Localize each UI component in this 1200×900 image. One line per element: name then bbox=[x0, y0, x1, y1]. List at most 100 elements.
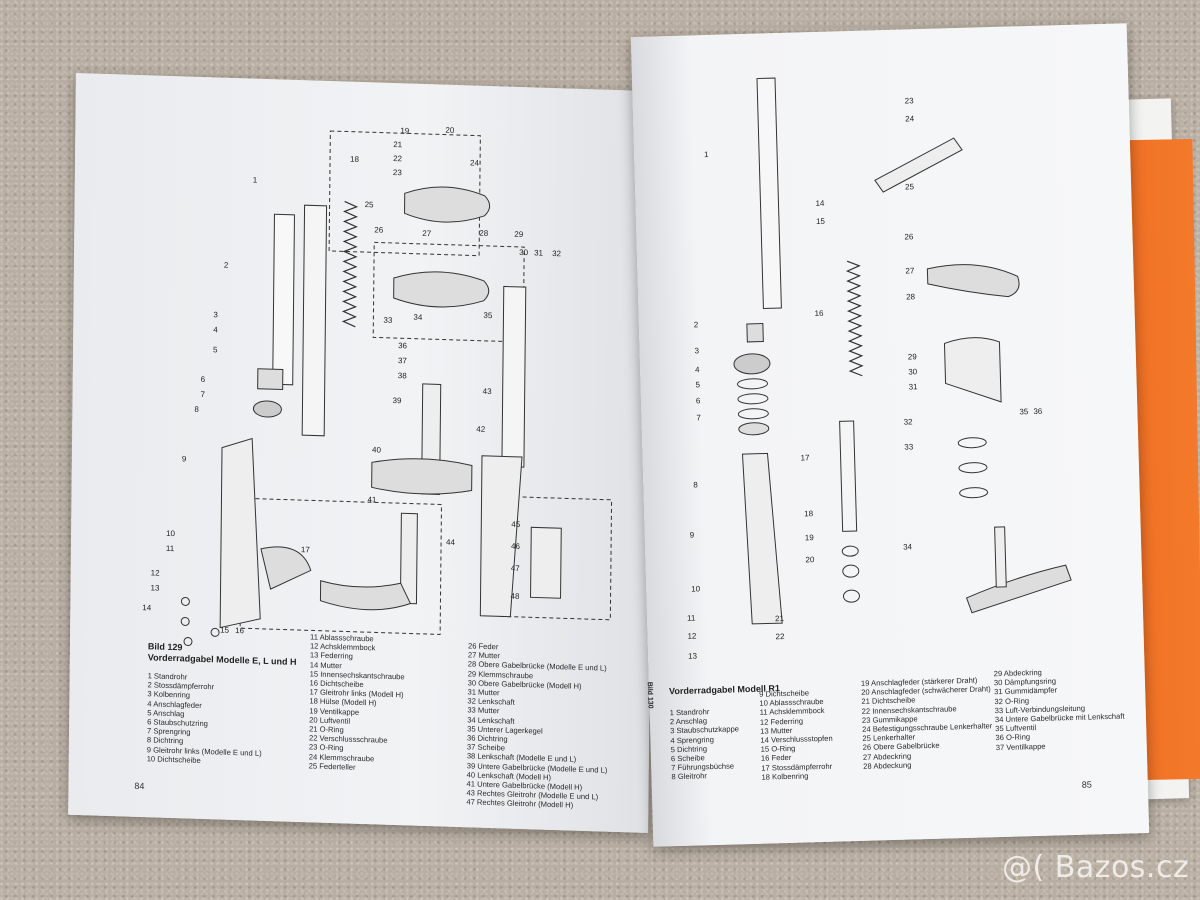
callout-label: 3 bbox=[694, 346, 699, 355]
callout-label: 2 bbox=[694, 320, 699, 329]
callout-label: 1 bbox=[253, 176, 258, 185]
callout-label: 1 bbox=[704, 150, 709, 159]
legend-column-3: 26 Feder 27 Mutter 28 Obere Gabelbrücke … bbox=[466, 641, 608, 811]
callout-label: 10 bbox=[166, 529, 176, 538]
callout-label: 27 bbox=[422, 229, 432, 238]
callout-label: 35 bbox=[1019, 407, 1029, 416]
callout-label: 12 bbox=[151, 568, 161, 577]
legend-column-2: 11 Ablassschraube 12 Achsklemmbock 13 Fe… bbox=[309, 632, 405, 773]
callout-label: 34 bbox=[903, 542, 913, 551]
callout-label: 17 bbox=[800, 453, 810, 462]
callout-label: 37 bbox=[398, 356, 408, 365]
callout-label: 18 bbox=[804, 509, 814, 518]
callout-label: 4 bbox=[695, 365, 700, 374]
callout-label: 19 bbox=[400, 126, 410, 135]
legend-column-1: 1 Standrohr 2 Anschlag 3 Staubschutzkapp… bbox=[670, 706, 741, 782]
callout-label: 36 bbox=[398, 341, 408, 350]
left-page: 1 2 3 4 5 6 7 8 9 10 11 12 13 14 15 16 1… bbox=[68, 72, 656, 834]
callout-label: 11 bbox=[687, 613, 696, 622]
callout-label: 30 bbox=[519, 248, 529, 257]
callout-label: 7 bbox=[201, 390, 206, 399]
callout-label: 38 bbox=[398, 371, 408, 380]
callout-label: 33 bbox=[904, 442, 914, 451]
legend-item: 3 Staubschutzkappe bbox=[670, 724, 740, 736]
callout-label: 21 bbox=[775, 614, 785, 623]
figure-number: Bild 130 bbox=[645, 681, 654, 709]
callout-label: 2 bbox=[224, 261, 229, 270]
callout-label: 21 bbox=[393, 140, 403, 149]
callout-label: 30 bbox=[908, 367, 918, 376]
callout-label: 15 bbox=[816, 217, 826, 226]
callout-label: 20 bbox=[805, 555, 815, 564]
callout-label: 24 bbox=[470, 158, 480, 167]
legend-item: 8 Gleitrohr bbox=[671, 771, 708, 782]
page-number-right: 85 bbox=[1081, 779, 1092, 790]
callout-label: 41 bbox=[367, 495, 377, 504]
callout-label: 25 bbox=[365, 200, 375, 209]
callout-label: 8 bbox=[693, 480, 698, 489]
callout-label: 24 bbox=[905, 114, 915, 123]
callout-label: 3 bbox=[213, 310, 218, 319]
callout-label: 16 bbox=[814, 309, 824, 318]
callout-label: 17 bbox=[301, 545, 311, 554]
callout-label: 20 bbox=[445, 126, 455, 135]
callout-label: 13 bbox=[150, 583, 160, 592]
callout-label: 12 bbox=[687, 631, 697, 640]
callout-label: 31 bbox=[909, 382, 919, 391]
callout-label: 44 bbox=[446, 538, 456, 547]
callout-label: 7 bbox=[696, 413, 701, 422]
callout-label: 6 bbox=[201, 375, 206, 384]
callout-label: 15 bbox=[220, 626, 230, 635]
callout-label: 14 bbox=[142, 603, 152, 612]
callout-label: 23 bbox=[905, 96, 915, 105]
callout-label: 33 bbox=[383, 316, 393, 325]
callout-label: 35 bbox=[483, 311, 493, 320]
callout-label: 42 bbox=[476, 425, 486, 434]
callout-label: 36 bbox=[1033, 407, 1043, 416]
callout-label: 11 bbox=[166, 544, 175, 553]
callout-label: 14 bbox=[815, 199, 825, 208]
callout-label: 32 bbox=[904, 417, 914, 426]
callout-label: 22 bbox=[393, 154, 403, 163]
callout-label: 26 bbox=[374, 225, 384, 234]
figure-number: Bild 129 bbox=[147, 641, 183, 653]
callout-label: 9 bbox=[690, 530, 695, 539]
legend-column-1: 1 Standrohr 2 Stossdämpferrohr 3 Kolbenr… bbox=[147, 671, 263, 767]
callout-label: 47 bbox=[511, 564, 521, 573]
callout-label: 5 bbox=[695, 380, 700, 389]
callout-label: 46 bbox=[511, 542, 521, 551]
callout-label: 6 bbox=[696, 396, 701, 405]
legend-column-3: 19 Anschlagfeder (stärkerer Draht) 20 An… bbox=[861, 675, 994, 771]
callout-label: 10 bbox=[691, 584, 701, 593]
callout-label: 39 bbox=[393, 396, 403, 405]
callout-label: 34 bbox=[413, 313, 423, 322]
callout-label: 8 bbox=[194, 405, 199, 414]
callout-label: 9 bbox=[182, 454, 187, 463]
fork-diagram-left: 1 2 3 4 5 6 7 8 9 10 11 12 13 14 15 16 1… bbox=[142, 126, 613, 647]
watermark: @( Bazos.cz bbox=[1002, 850, 1190, 885]
callout-label: 13 bbox=[688, 651, 698, 660]
callout-label: 16 bbox=[235, 626, 245, 635]
callout-label: 45 bbox=[511, 520, 521, 529]
callout-label: 26 bbox=[904, 232, 914, 241]
fork-diagram-right: 1 2 3 4 5 6 7 8 9 10 11 12 13 14 15 16 1… bbox=[687, 77, 1072, 661]
callout-label: 18 bbox=[350, 155, 360, 164]
callout-label: 43 bbox=[483, 387, 493, 396]
callout-label: 23 bbox=[393, 168, 403, 177]
callout-label: 5 bbox=[213, 345, 218, 354]
callout-label: 32 bbox=[552, 249, 562, 258]
callout-label: 22 bbox=[775, 632, 785, 641]
callout-label: 25 bbox=[905, 182, 915, 191]
callout-label: 19 bbox=[805, 533, 815, 542]
callout-label: 31 bbox=[534, 248, 544, 257]
callout-label: 4 bbox=[213, 325, 218, 334]
callout-label: 40 bbox=[372, 445, 382, 454]
callout-label: 48 bbox=[510, 592, 520, 601]
callout-label: 29 bbox=[514, 230, 524, 239]
legend-column-2: 9 Dichtscheibe 10 Ablassschraube 11 Achs… bbox=[759, 688, 834, 782]
callout-label: 28 bbox=[479, 229, 489, 238]
callout-label: 27 bbox=[905, 266, 915, 275]
legend-column-4: 29 Abdeckring 30 Dämpfungsring 31 Gummid… bbox=[994, 666, 1126, 752]
right-page: 1 2 3 4 5 6 7 8 9 10 11 12 13 14 15 16 1… bbox=[630, 23, 1150, 847]
